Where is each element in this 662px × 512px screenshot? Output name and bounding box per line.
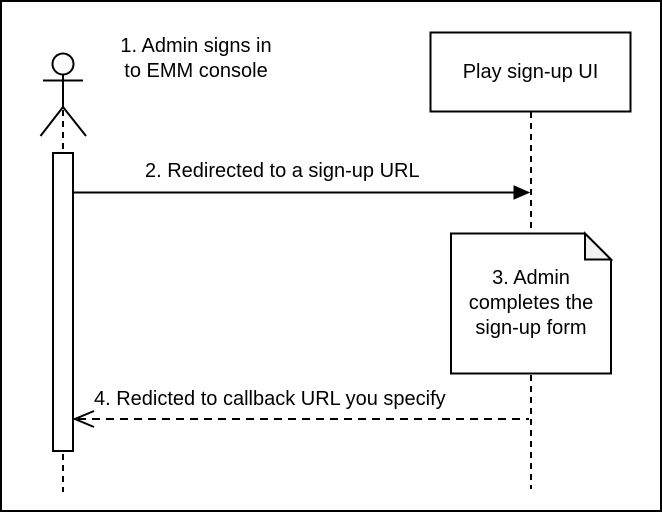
arrowhead-open-left-icon <box>72 410 95 428</box>
note-fold-icon <box>584 231 614 261</box>
participant-name: Play sign-up UI <box>462 60 599 83</box>
admin-activation-bar <box>52 152 74 452</box>
note-line2: completes the <box>468 292 594 314</box>
participant-box-label: Play sign-up UI <box>430 32 631 112</box>
note-text: 3. Admin completes the sign-up form <box>451 233 611 374</box>
note-shape <box>450 231 614 375</box>
actor-head <box>51 52 75 76</box>
message-callback-arrow <box>72 410 529 428</box>
step1-line2: to EMM console <box>124 60 268 82</box>
arrowhead-right-icon <box>513 185 531 200</box>
admin-actor-icon <box>39 52 87 137</box>
note-line1: 3. Admin <box>492 267 570 289</box>
actor-legs <box>39 105 87 137</box>
message-callback-label: 4. Redicted to callback URL you specify <box>94 388 446 410</box>
step1-line1: 1. Admin signs in <box>120 35 272 57</box>
message-redirect-arrow <box>73 185 531 200</box>
note-body <box>450 232 612 375</box>
message-redirect-label: 2. Redirected to a sign-up URL <box>145 160 420 182</box>
step1-annotation: 1. Admin signs in to EMM console <box>101 34 291 84</box>
participant-box <box>429 31 632 113</box>
note-line3: sign-up form <box>475 317 587 339</box>
